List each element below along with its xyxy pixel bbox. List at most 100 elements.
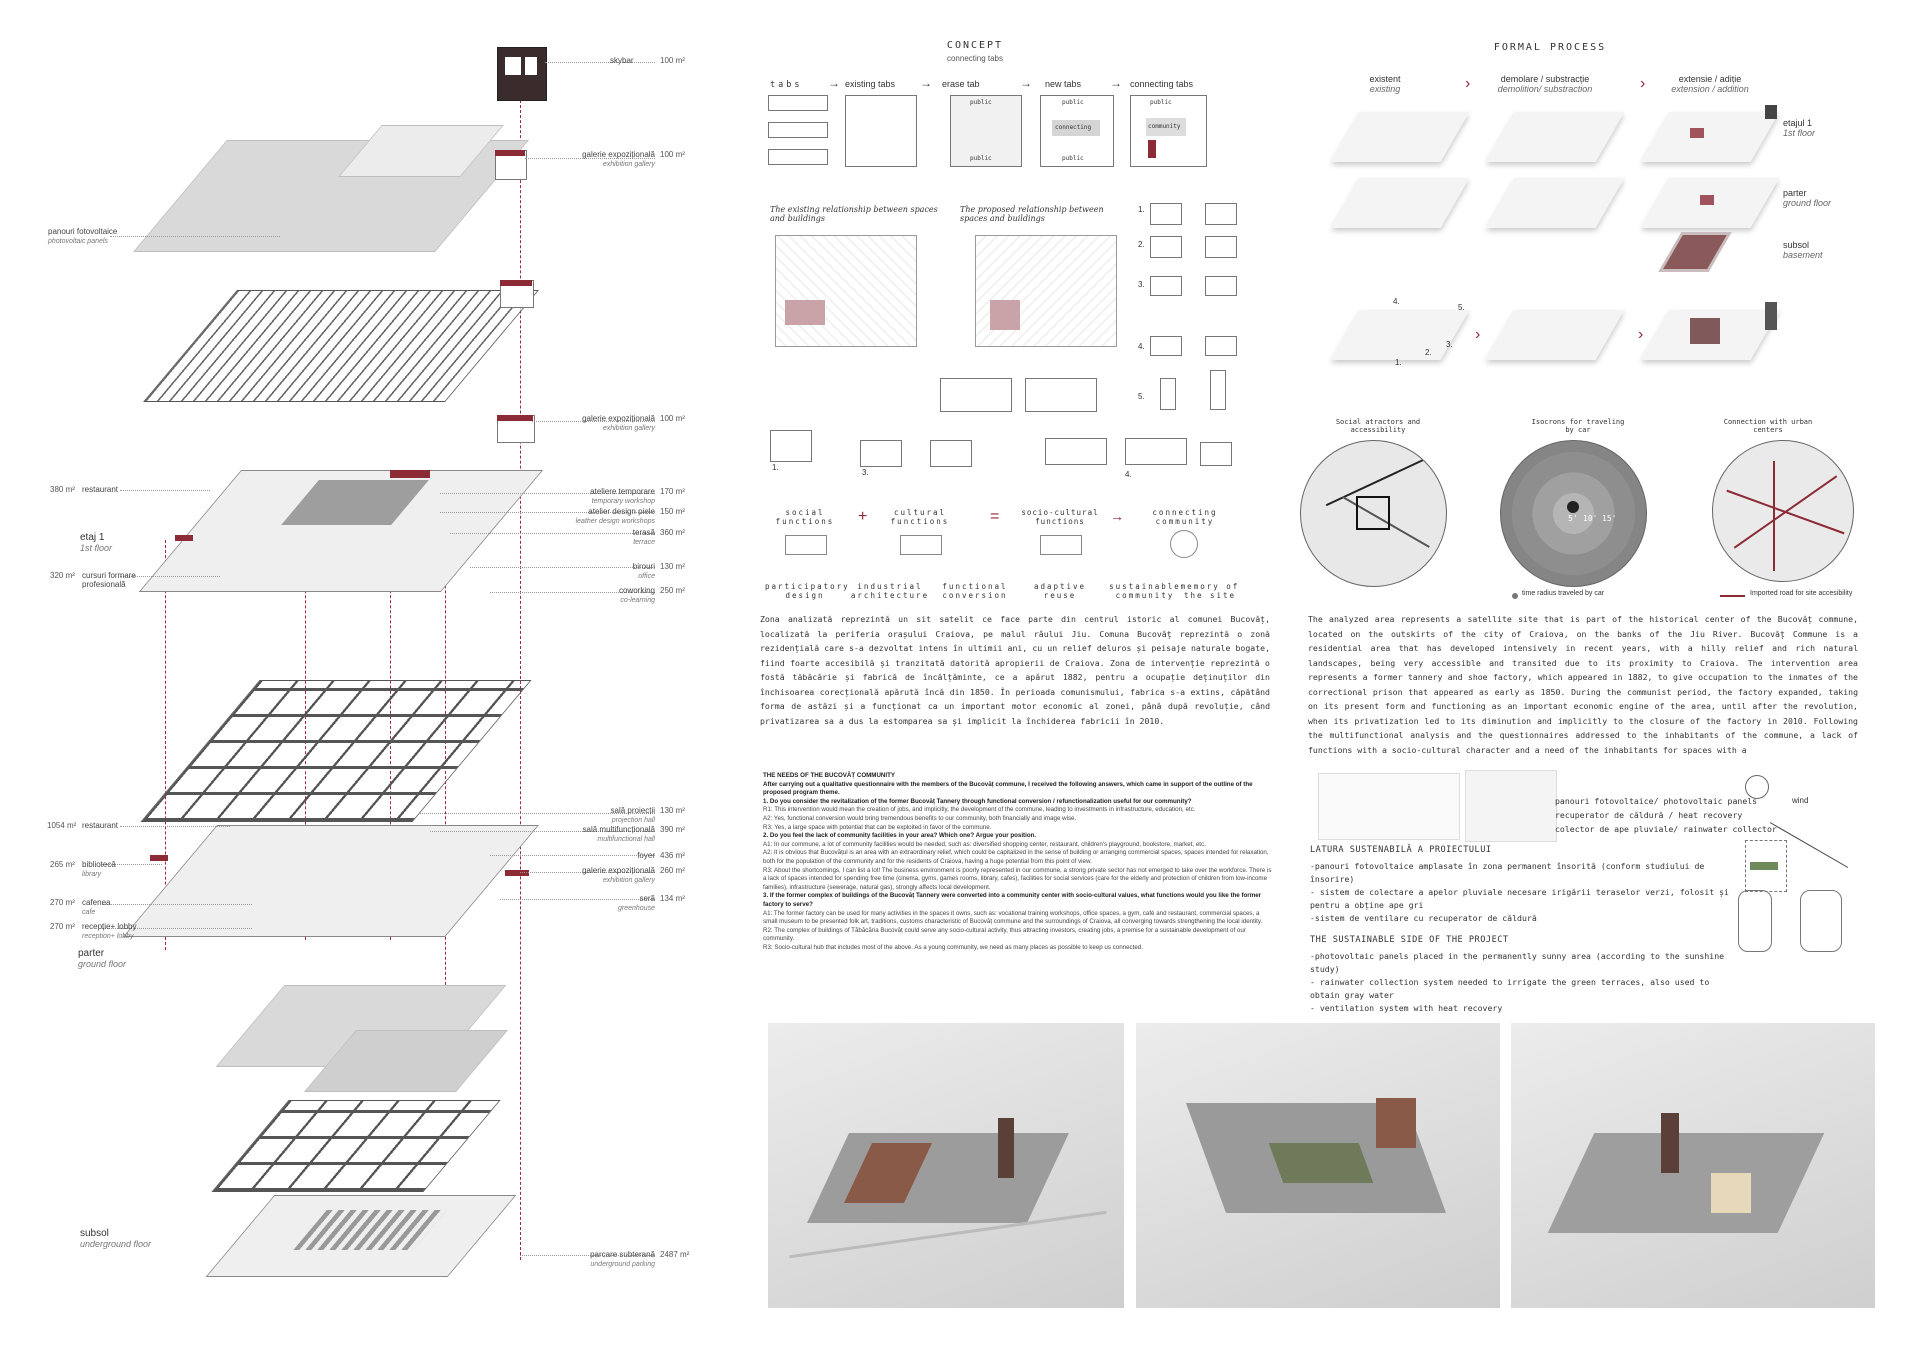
step-2: 2. xyxy=(1138,240,1145,249)
arrow-icon: → xyxy=(920,76,932,90)
step-erase-tab: erase tab xyxy=(942,79,980,89)
green-terrace xyxy=(1750,862,1778,870)
leader-line xyxy=(490,592,655,593)
mass-demolition-1f xyxy=(1485,112,1625,162)
leader-line xyxy=(490,855,655,856)
step-connecting-tabs: connecting tabs xyxy=(1130,79,1194,89)
label-panels: panouri fotovoltaice/ photovoltaic panel… xyxy=(1555,796,1758,806)
area-reception: 270 m² xyxy=(50,922,75,931)
map-title-urban: Connection with urban centers xyxy=(1723,418,1813,434)
leader-line xyxy=(525,158,655,159)
roof-truss xyxy=(143,290,539,402)
step-3: 3. xyxy=(1138,280,1145,289)
accent xyxy=(175,535,193,541)
mass-num-3: 3. xyxy=(1446,340,1453,349)
sketch-plan xyxy=(940,378,1012,412)
arrow-icon: → xyxy=(1110,76,1122,90)
mass-final-detail xyxy=(1690,318,1720,344)
row-num-4: 4. xyxy=(1125,470,1132,479)
leader-line xyxy=(470,567,655,568)
step-sketch xyxy=(1205,236,1237,258)
area-coworking: 250 m² xyxy=(660,586,685,595)
needs-questionnaire: THE NEEDS OF THE BUCOVĂȚ COMMUNITY After… xyxy=(763,772,1273,952)
sketch-section xyxy=(860,440,902,467)
label-skybar: skybar xyxy=(610,56,634,65)
basement-beams xyxy=(211,1100,501,1192)
mass-num-4: 4. xyxy=(1393,297,1400,306)
answer: A2: It is obvious that Bucovățul is an a… xyxy=(763,849,1269,865)
sketch-hatch xyxy=(990,300,1020,330)
sun-icon xyxy=(1745,775,1769,799)
connecting-band xyxy=(1052,120,1100,136)
gallery-box-accent xyxy=(497,415,533,421)
iso-15: 15' xyxy=(1602,514,1617,523)
area-multifunctional: 390 m² xyxy=(660,825,685,834)
accent xyxy=(1148,140,1156,158)
sustain-ro-1: -panouri fotovoltaice amplasate în zona … xyxy=(1310,861,1705,884)
structural-grid xyxy=(140,680,532,822)
erase-tab-diagram xyxy=(950,95,1022,167)
map-urban xyxy=(1712,440,1854,582)
ground-floor-plan xyxy=(123,825,539,937)
sustain-en-3: - ventilation system with heat recovery xyxy=(1310,1003,1503,1013)
mass-basement xyxy=(1658,232,1732,272)
gallery-box-accent xyxy=(500,280,532,286)
step-4: 4. xyxy=(1138,342,1145,351)
leader-line xyxy=(520,1255,655,1256)
window xyxy=(505,57,521,75)
map-title-attractors: Social atractors and accessibility xyxy=(1335,418,1421,434)
tower-block xyxy=(1765,105,1777,119)
accent xyxy=(1690,128,1704,138)
sustain-en-1: -photovoltaic panels placed in the perma… xyxy=(1310,951,1725,974)
existing-tabs-diagram xyxy=(845,95,917,167)
leader-line xyxy=(110,236,280,237)
mass-existing-gf xyxy=(1330,178,1470,228)
legend-time-radius: time radius traveled by car xyxy=(1522,590,1605,597)
keyword: adaptive reuse xyxy=(1033,582,1087,600)
community-icon xyxy=(1170,530,1198,558)
function-icons xyxy=(1040,535,1082,555)
area-gallery-2: 100 m² xyxy=(660,414,685,423)
energy-diagram xyxy=(1318,773,1460,840)
area-gallery-1: 100 m² xyxy=(660,150,685,159)
rain-tank xyxy=(1738,890,1772,952)
area-gallery-3: 260 m² xyxy=(660,866,685,875)
public-label: public xyxy=(970,155,992,162)
mass-num-2: 2. xyxy=(1425,348,1432,357)
step-sketch xyxy=(1150,203,1182,225)
tab xyxy=(768,149,828,165)
label-restaurant-2: restaurant xyxy=(82,821,119,830)
answer: R3: Socio-cultural hub that includes mos… xyxy=(763,943,1143,951)
leader-line xyxy=(102,904,252,905)
arrow-icon: › xyxy=(1465,75,1471,92)
answer: R3: Yes, a large space with potential th… xyxy=(763,823,992,831)
render-aerial-1 xyxy=(768,1023,1124,1308)
mass-existing-1f xyxy=(1330,112,1470,162)
keyword: sustainable community xyxy=(1109,582,1181,600)
concept-subtitle: connecting tabs xyxy=(946,54,1004,63)
eq-socio-cultural: socio-cultural functions xyxy=(1021,508,1099,526)
leader-line xyxy=(120,576,220,577)
question-3: 3. If the former complex of buildings of… xyxy=(763,892,1262,908)
step-5: 5. xyxy=(1138,392,1145,401)
step-sketch xyxy=(1210,370,1226,410)
answer: A2: Yes, functional conversion would bri… xyxy=(763,814,1077,822)
map-title-isocrons: Isocrons for traveling by car xyxy=(1531,418,1625,434)
mass-numbered xyxy=(1330,310,1470,360)
tab xyxy=(768,95,828,111)
area-parking: 2487 m² xyxy=(660,1250,690,1259)
area-skybar: 100 m² xyxy=(660,56,685,65)
area-greenhouse: 134 m² xyxy=(660,894,685,903)
area-terrace: 360 m² xyxy=(660,528,685,537)
vertical-guide xyxy=(165,540,166,950)
sketch-existing xyxy=(775,235,917,347)
map-attractors xyxy=(1300,440,1447,587)
